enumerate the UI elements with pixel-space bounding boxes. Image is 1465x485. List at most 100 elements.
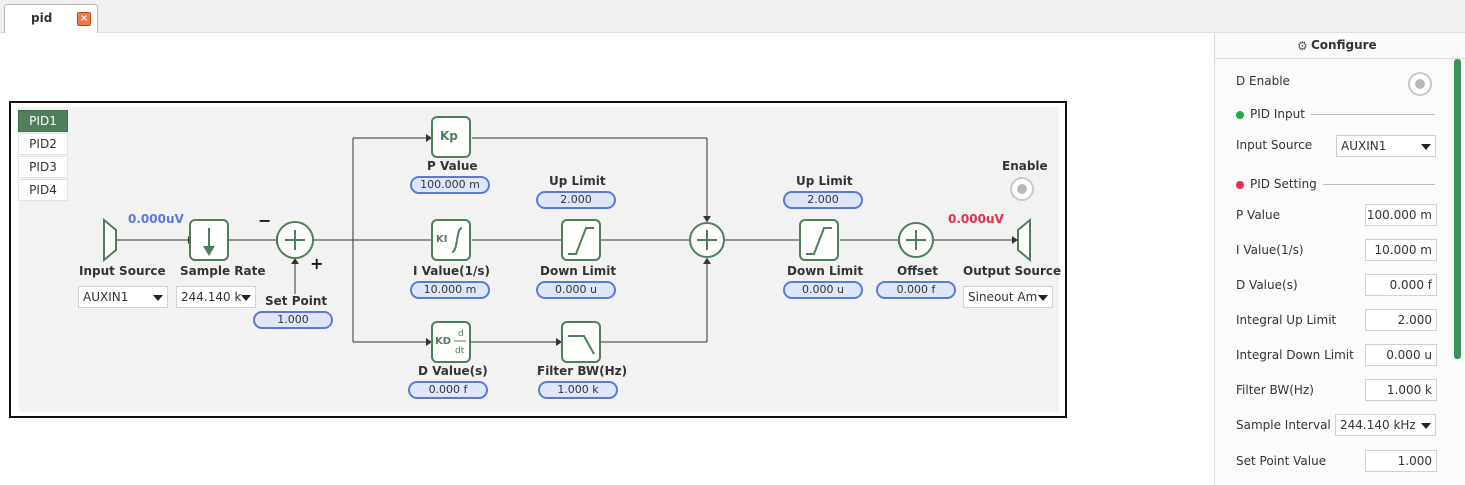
integral-limit-block (561, 219, 601, 261)
divider (1323, 184, 1435, 185)
pid-setting-dot (1236, 180, 1244, 189)
panel-header: ⚙ Configure (1215, 33, 1465, 59)
sample-rate-dropdown[interactable]: 244.140 k (176, 286, 256, 308)
tab-pid1[interactable]: PID1 (18, 110, 68, 132)
chevron-down-icon (153, 295, 163, 301)
pid-diagram (9, 101, 1067, 418)
minus-sign: − (258, 211, 272, 230)
d-enable-radio[interactable] (1408, 72, 1432, 96)
pid-setting-section-label: PID Setting (1250, 177, 1317, 191)
pid-input-section-label: PID Input (1250, 107, 1305, 121)
set-point-field[interactable]: 1.000 (253, 311, 333, 329)
pid-channel-tabs: PID1 PID2 PID3 PID4 (18, 110, 68, 202)
panel-title: Configure (1311, 38, 1377, 52)
output-up-limit-field[interactable]: 2.000 (783, 191, 863, 209)
kp-symbol: Kp (440, 129, 458, 143)
output-up-limit-label: Up Limit (796, 174, 853, 188)
configure-panel: ⚙ Configure D Enable PID Input Input Sou… (1214, 33, 1465, 485)
filter-bw-field[interactable]: 1.000 k (538, 381, 618, 399)
tab-bar: pid × (0, 0, 1465, 33)
kd-symbol: KD (435, 336, 452, 347)
ki-block (431, 219, 471, 261)
sample-rate-block (189, 219, 229, 261)
integral-down-limit-label: Down Limit (540, 264, 617, 278)
chevron-down-icon (1421, 144, 1431, 150)
panel-d-value-input[interactable]: 0.000 f (1365, 274, 1437, 296)
offset-field[interactable]: 0.000 f (876, 281, 956, 299)
panel-p-value-input[interactable]: 100.000 m (1365, 204, 1437, 226)
panel-input-source-value: AUXIN1 (1341, 139, 1387, 153)
svg-text:d: d (458, 329, 464, 339)
integral-down-limit-field[interactable]: 0.000 u (536, 281, 616, 299)
input-source-dropdown[interactable]: AUXIN1 (78, 286, 168, 308)
integral-up-limit-field[interactable]: 2.000 (536, 191, 616, 209)
close-icon[interactable]: × (77, 12, 91, 26)
output-down-limit-field[interactable]: 0.000 u (783, 281, 863, 299)
chevron-down-icon (1421, 423, 1431, 429)
tab-label: pid (31, 11, 53, 25)
panel-sample-interval-value: 244.140 kHz (1340, 418, 1416, 432)
chevron-down-icon (1038, 295, 1048, 301)
pid-setting-section: PID Setting (1236, 177, 1317, 191)
input-source-value: AUXIN1 (83, 290, 129, 304)
tab-pid[interactable]: pid × (4, 4, 98, 33)
kd-block: d dt (431, 321, 471, 363)
pid-input-dot (1236, 110, 1244, 119)
gear-icon: ⚙ (1297, 39, 1308, 53)
offset-label: Offset (897, 264, 938, 278)
ki-symbol: KI (436, 234, 448, 245)
panel-i-value-label: I Value(1/s) (1236, 243, 1304, 257)
i-value-label: I Value(1/s) (413, 264, 491, 278)
panel-sample-interval-label: Sample Interval (1236, 418, 1331, 432)
sample-rate-label: Sample Rate (180, 264, 266, 278)
input-source-label: Input Source (79, 264, 166, 278)
set-point-label: Set Point (265, 294, 328, 308)
tab-pid3[interactable]: PID3 (18, 156, 68, 178)
divider (1311, 114, 1435, 115)
panel-input-source-dropdown[interactable]: AUXIN1 (1336, 135, 1436, 157)
panel-scrollbar[interactable] (1454, 59, 1461, 359)
sum-junction-1 (276, 221, 314, 259)
filter-bw-label: Filter BW(Hz) (537, 364, 628, 378)
pid-input-section: PID Input (1236, 107, 1305, 121)
d-value-label: D Value(s) (418, 364, 488, 378)
panel-filter-bw-label: Filter BW(Hz) (1236, 383, 1314, 397)
p-value-field[interactable]: 100.000 m (410, 176, 490, 194)
d-value-field[interactable]: 0.000 f (408, 381, 488, 399)
panel-p-value-label: P Value (1236, 208, 1281, 222)
offset-junction (898, 222, 934, 258)
i-value-field[interactable]: 10.000 m (410, 281, 490, 299)
panel-integral-up-limit-label: Integral Up Limit (1236, 313, 1337, 327)
output-down-limit-label: Down Limit (787, 264, 864, 278)
output-value-readout: 0.000uV (948, 212, 1004, 226)
panel-filter-bw-input[interactable]: 1.000 k (1365, 379, 1437, 401)
sample-rate-value: 244.140 k (181, 290, 242, 304)
filter-block (561, 321, 601, 363)
panel-set-point-input[interactable]: 1.000 (1365, 450, 1437, 472)
sum-junction-2 (689, 222, 725, 258)
tab-pid4[interactable]: PID4 (18, 179, 68, 201)
chevron-down-icon (241, 295, 251, 301)
input-source-icon (103, 217, 117, 263)
input-value-readout: 0.000uV (128, 212, 184, 226)
panel-input-source-label: Input Source (1236, 138, 1313, 152)
enable-label: Enable (1002, 159, 1048, 173)
enable-radio[interactable] (1010, 177, 1034, 201)
svg-text:dt: dt (455, 346, 465, 356)
output-source-label: Output Source (963, 264, 1062, 278)
d-enable-label: D Enable (1236, 74, 1290, 88)
panel-sample-interval-dropdown[interactable]: 244.140 kHz (1335, 414, 1436, 436)
panel-integral-down-limit-input[interactable]: 0.000 u (1365, 344, 1437, 366)
output-source-dropdown[interactable]: Sineout Am (963, 286, 1053, 308)
panel-set-point-label: Set Point Value (1236, 454, 1327, 468)
panel-d-value-label: D Value(s) (1236, 278, 1298, 292)
kp-block (431, 116, 471, 158)
panel-i-value-input[interactable]: 10.000 m (1365, 239, 1437, 261)
output-source-icon (1017, 217, 1031, 263)
tab-pid2[interactable]: PID2 (18, 133, 68, 155)
plus-sign: + (310, 254, 324, 273)
p-value-label: P Value (427, 159, 478, 173)
panel-integral-up-limit-input[interactable]: 2.000 (1365, 309, 1437, 331)
output-source-value: Sineout Am (968, 290, 1038, 304)
